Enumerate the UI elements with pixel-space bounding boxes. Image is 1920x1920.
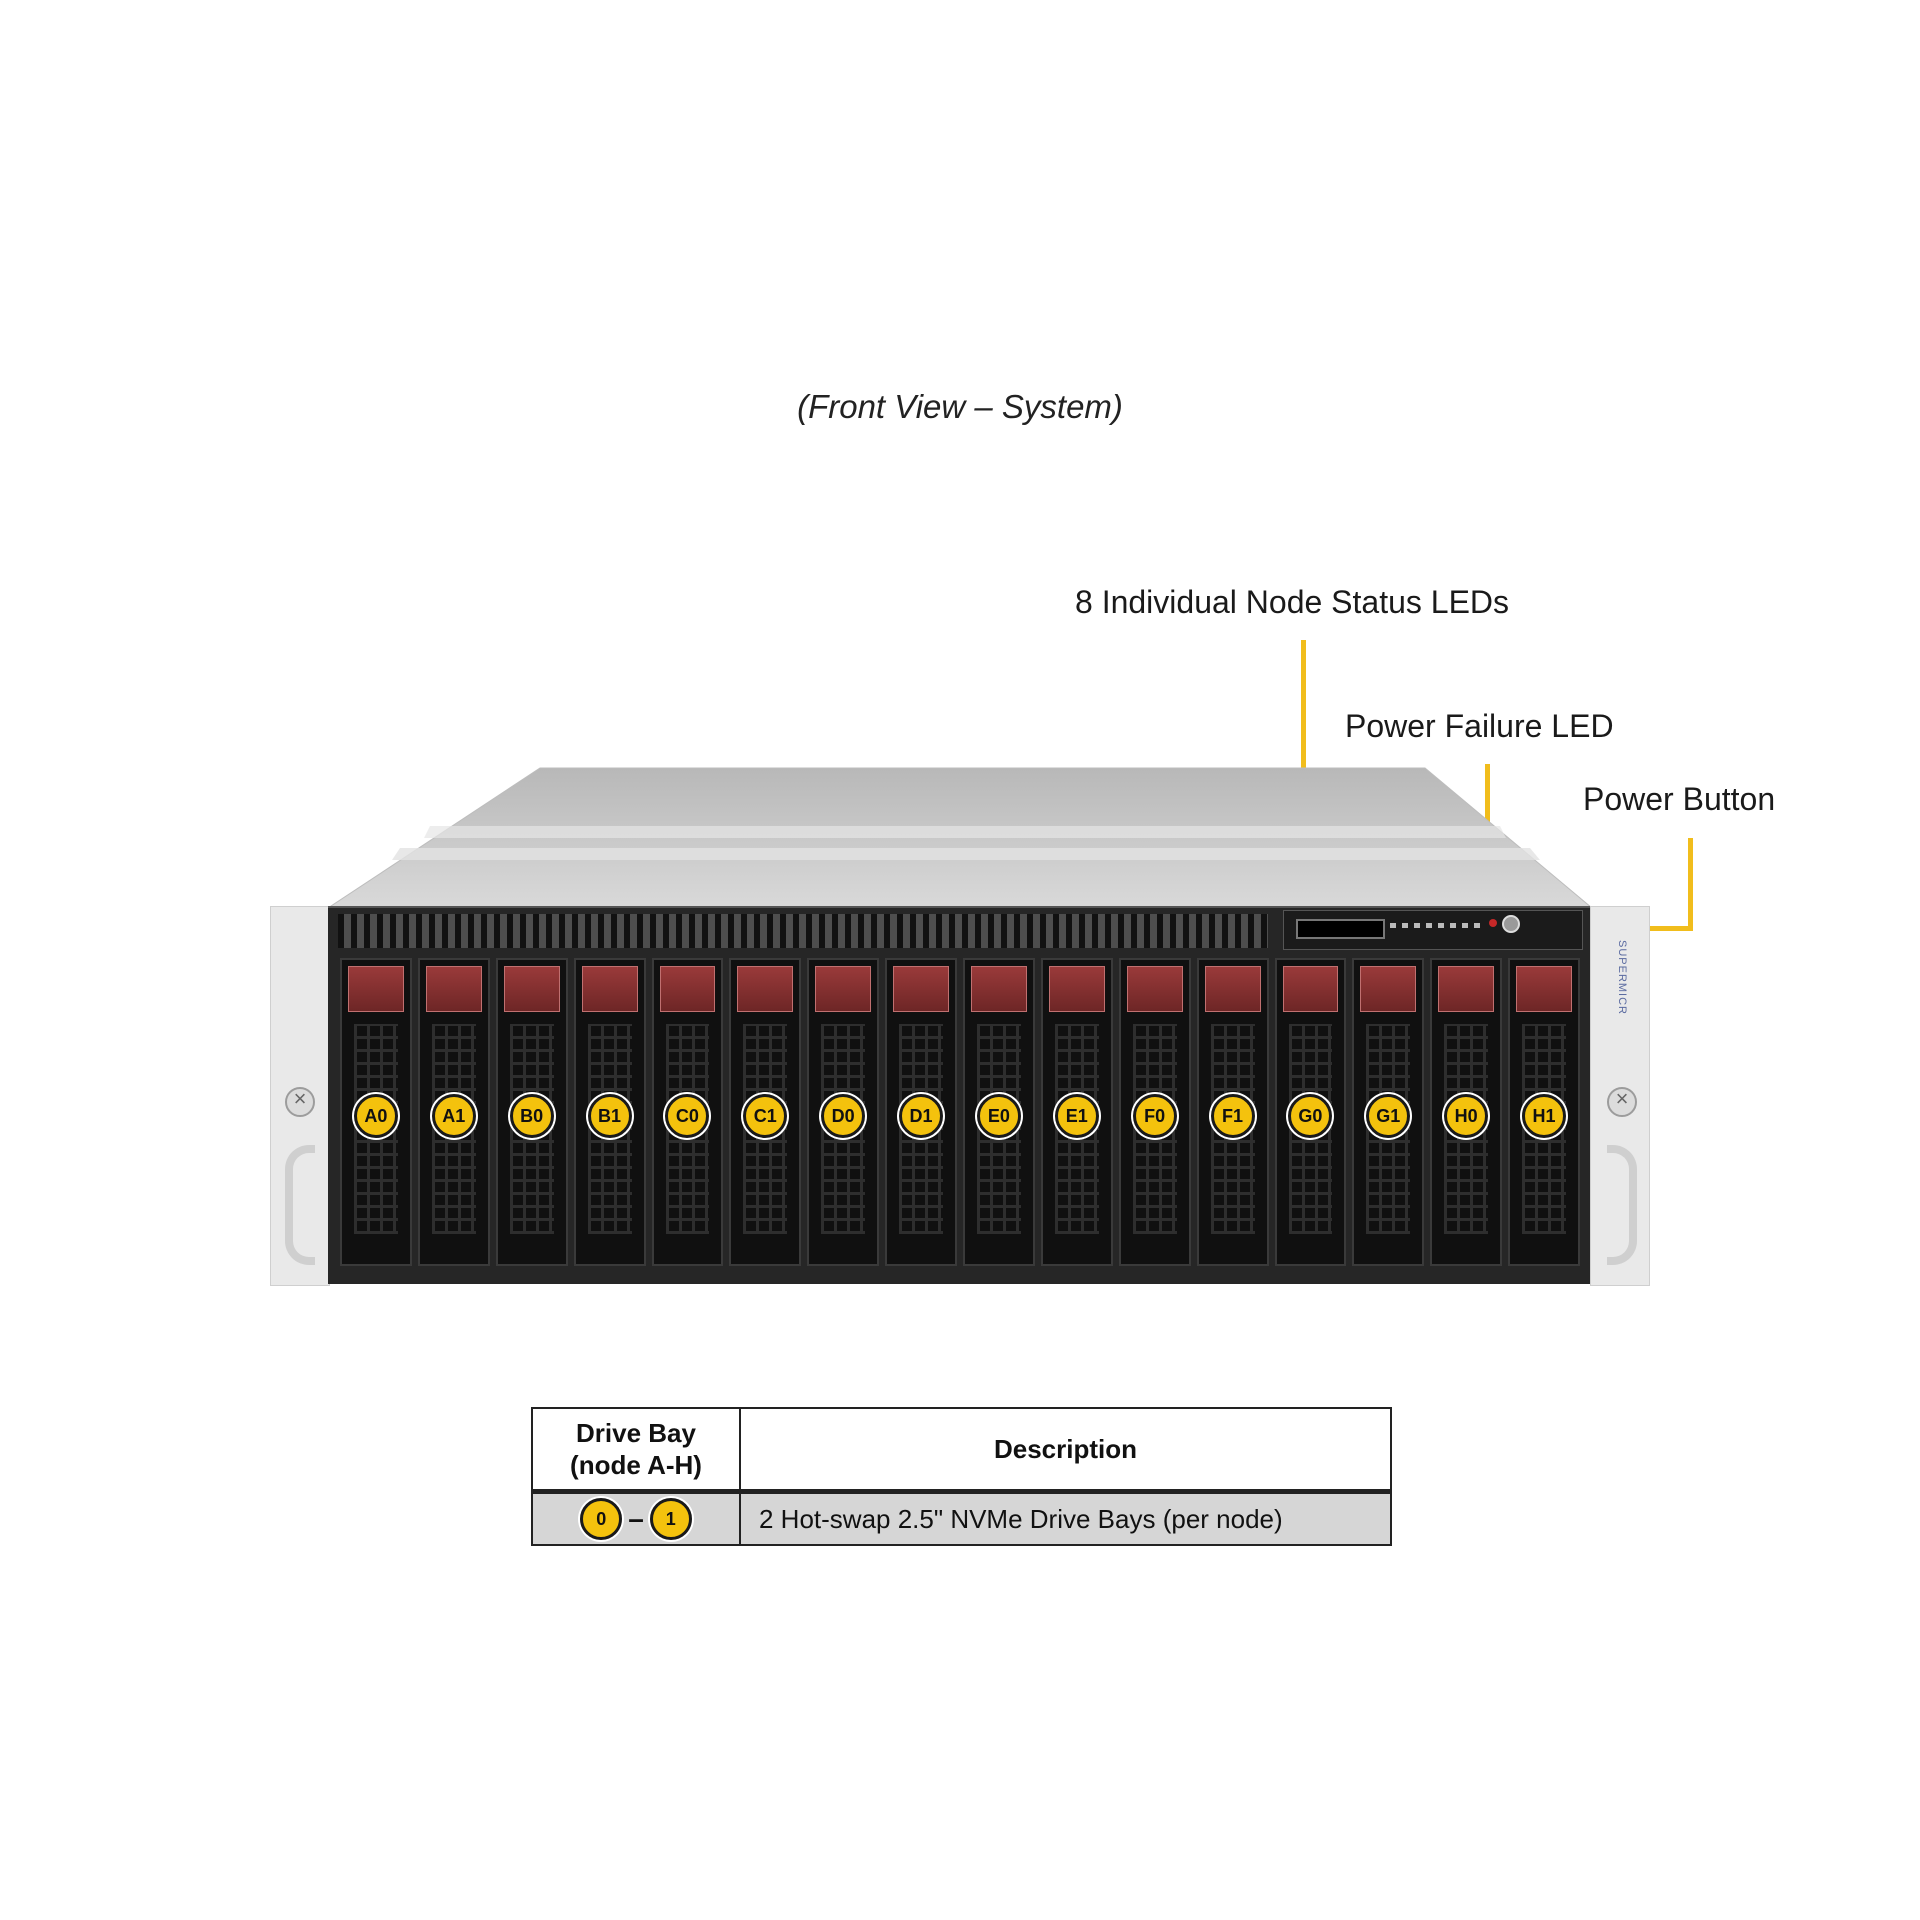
drive-bay-legend-table: Drive Bay (node A-H) Description 0–1 2 H… xyxy=(531,1407,1392,1546)
node-status-led-bar xyxy=(1296,919,1385,939)
drive-latch[interactable] xyxy=(1282,966,1339,1012)
bay-label-badge: E1 xyxy=(1054,1094,1099,1138)
drive-latch[interactable] xyxy=(815,966,872,1012)
bay-label-badge: F0 xyxy=(1132,1094,1177,1138)
drive-bay[interactable]: H0 xyxy=(1430,958,1503,1266)
bay-label-badge: H0 xyxy=(1444,1094,1489,1138)
bay-label-badge: D1 xyxy=(899,1094,944,1138)
drive-latch[interactable] xyxy=(348,966,404,1012)
drive-latch[interactable] xyxy=(893,966,949,1012)
bay-badge-end: 1 xyxy=(649,1498,692,1540)
power-failure-led-icon xyxy=(1489,919,1497,927)
drive-bay[interactable]: D0 xyxy=(807,958,880,1266)
drive-latch[interactable] xyxy=(1126,966,1183,1012)
drive-bay[interactable]: D1 xyxy=(885,958,957,1266)
bay-label-badge: D0 xyxy=(821,1094,866,1138)
cell-description: 2 Hot-swap 2.5" NVMe Drive Bays (per nod… xyxy=(739,1490,1392,1546)
leader-line-power-vertical xyxy=(1688,838,1693,930)
rack-ear-right xyxy=(1590,906,1650,1286)
bay-label-badge: H1 xyxy=(1522,1094,1567,1138)
bay-label-badge: G1 xyxy=(1366,1094,1411,1138)
drive-bay[interactable]: F1 xyxy=(1196,958,1269,1266)
leader-line-leds-vertical xyxy=(1301,640,1306,936)
drive-bay[interactable]: C0 xyxy=(651,958,724,1266)
drive-latch[interactable] xyxy=(1360,966,1417,1012)
drive-bay[interactable]: G1 xyxy=(1352,958,1425,1266)
drive-bay[interactable]: F0 xyxy=(1118,958,1191,1266)
range-dash: – xyxy=(628,1503,644,1534)
bay-label-badge: C1 xyxy=(743,1094,788,1138)
leader-line-pfail-vertical xyxy=(1485,764,1490,926)
drive-bay[interactable]: B1 xyxy=(573,958,646,1266)
drive-bay[interactable]: E1 xyxy=(1040,958,1113,1266)
table-row: 0–1 2 Hot-swap 2.5" NVMe Drive Bays (per… xyxy=(531,1490,1392,1546)
brand-logo: SUPERMICR xyxy=(1616,940,1628,1016)
drive-bay[interactable]: B0 xyxy=(495,958,568,1266)
drive-latch[interactable] xyxy=(1204,966,1261,1012)
thumb-screw-icon[interactable] xyxy=(285,1086,315,1117)
drive-bay[interactable]: C1 xyxy=(729,958,802,1266)
bay-label-badge: C0 xyxy=(665,1094,710,1138)
view-title: (Front View – System) xyxy=(797,388,1123,425)
drive-bay[interactable]: A1 xyxy=(417,958,490,1266)
drive-bay[interactable]: E0 xyxy=(963,958,1035,1266)
thumb-screw-icon[interactable] xyxy=(1607,1086,1637,1117)
header-description: Description xyxy=(739,1407,1392,1493)
drive-latch[interactable] xyxy=(581,966,638,1012)
header-drive-bay: Drive Bay (node A-H) xyxy=(531,1407,741,1493)
bay-label-badge: F1 xyxy=(1210,1094,1255,1138)
node-status-leds-icon xyxy=(1390,923,1485,928)
bay-label-badge: A1 xyxy=(431,1094,476,1138)
rack-handle-right[interactable] xyxy=(1607,1145,1637,1265)
control-panel xyxy=(1283,910,1583,950)
drive-latch[interactable] xyxy=(1048,966,1105,1012)
callout-power-button: Power Button xyxy=(1583,781,1776,817)
bay-label-badge: G0 xyxy=(1288,1094,1333,1138)
drive-bay[interactable]: G0 xyxy=(1274,958,1347,1266)
drive-latch[interactable] xyxy=(1438,966,1495,1012)
bay-label-badge: A0 xyxy=(353,1094,398,1138)
bay-label-badge: E0 xyxy=(976,1094,1021,1138)
drive-bay[interactable]: H1 xyxy=(1508,958,1580,1266)
cell-bay-range: 0–1 xyxy=(531,1490,741,1546)
callout-node-status-leds: 8 Individual Node Status LEDs xyxy=(1075,584,1510,620)
bay-label-badge: B0 xyxy=(509,1094,554,1138)
drive-latch[interactable] xyxy=(425,966,482,1012)
drive-latch[interactable] xyxy=(971,966,1027,1012)
rack-ear-left xyxy=(270,906,330,1286)
drive-latch[interactable] xyxy=(737,966,794,1012)
header-drive-bay-line1: Drive Bay xyxy=(576,1418,696,1448)
drive-bay-row: A0 A1 B0 B1 C0 C1 D0 D1 E0 E1 F0 F1 G0 G… xyxy=(340,958,1580,1266)
callout-power-failure-led: Power Failure LED xyxy=(1345,708,1614,744)
chassis-front: A0 A1 B0 B1 C0 C1 D0 D1 E0 E1 F0 F1 G0 G… xyxy=(328,906,1590,1284)
power-button[interactable] xyxy=(1502,915,1520,933)
drive-bay[interactable]: A0 xyxy=(340,958,412,1266)
drive-latch[interactable] xyxy=(503,966,560,1012)
front-vent xyxy=(338,914,1268,948)
rack-handle-left[interactable] xyxy=(285,1145,315,1265)
bay-label-badge: B1 xyxy=(587,1094,632,1138)
drive-latch[interactable] xyxy=(1516,966,1572,1012)
header-drive-bay-line2: (node A-H) xyxy=(570,1450,702,1480)
drive-latch[interactable] xyxy=(659,966,716,1012)
bay-badge-start: 0 xyxy=(580,1498,623,1540)
